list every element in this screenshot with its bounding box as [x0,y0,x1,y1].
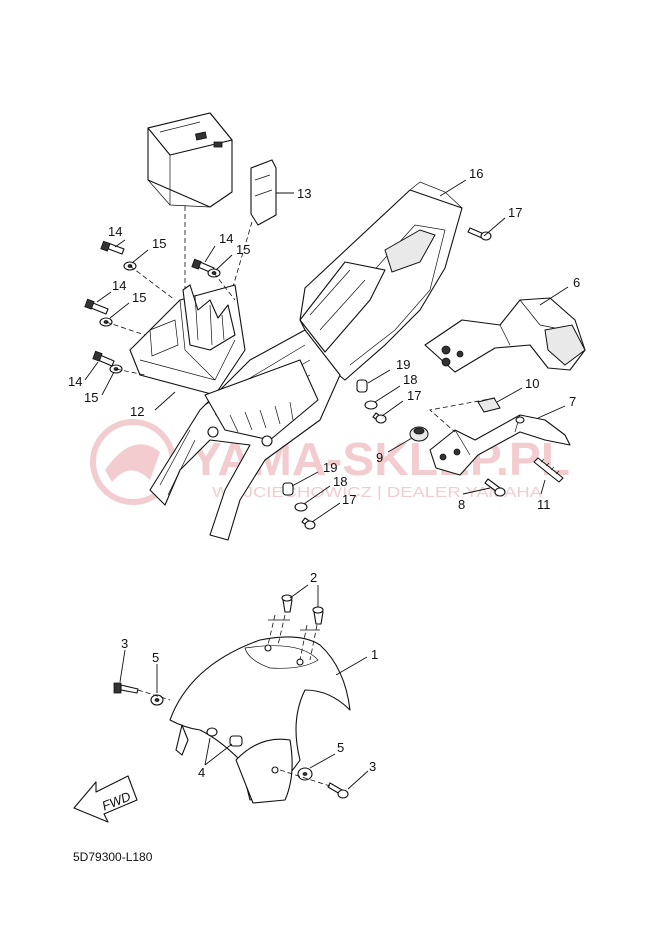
callout-9: 9 [376,450,383,465]
battery-band [250,159,277,226]
callout-14: 14 [112,278,126,293]
callout-5: 5 [337,740,344,755]
callout-5: 5 [152,650,159,665]
callout-2: 2 [310,570,317,585]
callout-18: 18 [403,372,417,387]
spacer-10 [477,397,501,413]
callout-3: 3 [121,636,128,651]
callout-15: 15 [132,290,146,305]
callout-17: 17 [407,388,421,403]
taillight-bracket [424,297,586,373]
callout-17: 17 [342,492,356,507]
bracket-7 [429,414,571,476]
rear-fender-upper [299,181,463,381]
callout-3: 3 [369,759,376,774]
callout-12: 12 [130,404,144,419]
callout-14: 14 [219,231,233,246]
fwd-arrow: FWD [73,775,138,823]
watermark-subtitle: WOJCIECHOWICZ | DEALER YAMAHA [212,484,542,501]
callout-10: 10 [525,376,539,391]
cable-11 [533,457,564,483]
callout-14: 14 [68,374,82,389]
diagram-code: 5D79300-L180 [73,850,153,864]
callout-15: 15 [84,390,98,405]
bolt-3-right [327,782,349,799]
bolt-17-low [301,517,316,530]
battery-box [129,284,246,396]
bolt-14-b [191,258,221,278]
callout-19: 19 [396,357,410,372]
bolt-8 [484,478,506,497]
callout-14: 14 [108,224,122,239]
callout-17: 17 [508,205,522,220]
watermark-logo-mark [105,444,160,482]
screw-2-left [281,594,293,613]
callout-16: 16 [469,166,483,181]
callout-7: 7 [569,394,576,409]
rear-fender-lower [149,329,341,541]
callout-numbers: 16 17 13 14 15 14 15 14 15 14 15 12 6 19… [68,166,580,780]
collar-19-lower [282,482,294,496]
callout-13: 13 [297,186,311,201]
callout-18: 18 [333,474,347,489]
callout-8: 8 [458,497,465,512]
callout-1: 1 [371,647,378,662]
bolt-3-left [113,682,139,694]
leader-lines [84,179,569,790]
bolt-14-a [100,240,137,271]
washer-5-left [150,694,164,706]
nut-4-left [206,727,218,737]
screw-2-right [312,606,324,625]
damper-9 [409,426,429,442]
bolt-17-top [467,227,492,241]
callout-11: 11 [537,497,551,512]
callout-6: 6 [573,275,580,290]
callout-4: 4 [198,765,205,780]
bolt-14-c [84,298,113,327]
callout-15: 15 [152,236,166,251]
front-fender [169,636,351,804]
washer-5-right [297,767,313,781]
bolt-17-mid [372,412,387,424]
collar-19-upper [356,379,368,393]
nut-4-right [229,735,243,747]
battery [147,112,233,208]
washer-18-upper [364,400,378,410]
callout-15: 15 [236,242,250,257]
callout-19: 19 [323,460,337,475]
washer-18-lower [294,502,308,512]
